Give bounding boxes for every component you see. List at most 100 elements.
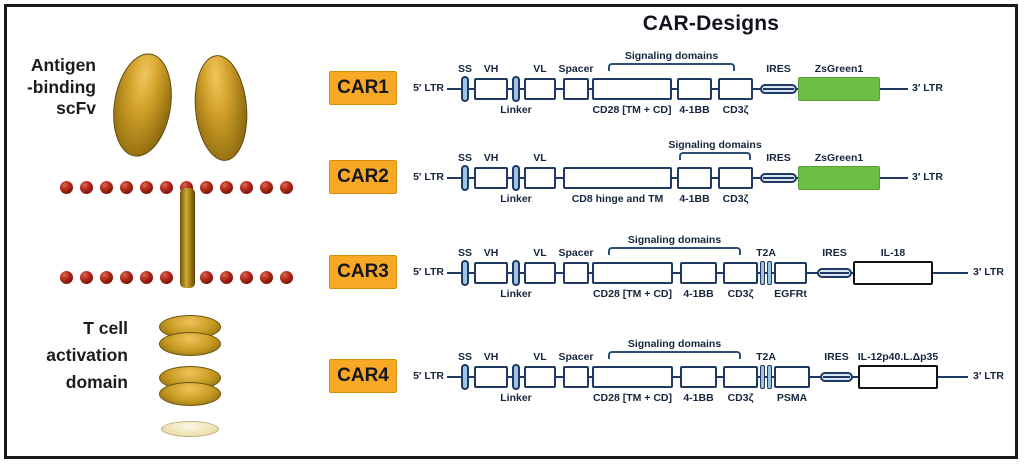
segment-label-vh: VH [483,247,499,259]
segment-linker [512,260,520,286]
segment-cd3 [723,262,758,284]
activation-domain-disc [159,382,221,406]
segment-label-vl: VL [533,247,547,259]
label-5-prime-ltr: 5′ LTR [413,370,444,382]
segment-ss [461,260,469,286]
segment-label-4-1bb: 4-1BB [679,104,710,116]
segment-vl [524,167,556,189]
membrane-bead [79,180,93,194]
membrane-bead [279,180,293,194]
segment-cd28-tm-cd [592,366,673,388]
segment-label-vh: VH [483,351,499,363]
segment-label-t2a: T2A [756,247,776,259]
segment-ires [760,173,797,183]
activation-domain-disc [159,332,221,356]
membrane-bead [79,270,93,284]
segment-label-ss: SS [457,247,472,259]
segment-label-egfrt: EGFRt [774,288,807,300]
activation-domain-disc [161,421,219,437]
segment-label-il-12p40-l-p35: IL-12p40.L.Δp35 [857,351,939,363]
segment-label-4-1bb: 4-1BB [683,392,714,404]
segment-cd28-tm-cd [592,78,672,100]
segment-vl [524,78,556,100]
antigen-binding-scfv-label-line3: scFv [56,98,96,118]
membrane-bead [59,180,73,194]
segment-t2a-bar [767,365,772,389]
segment-zsgreen1 [798,77,880,101]
segment-label-il-18: IL-18 [880,247,906,259]
segment-vh [474,78,508,100]
membrane-bead [219,270,233,284]
segment-label-vh: VH [483,63,499,75]
car-name-tag-car3: CAR3 [329,255,397,289]
segment-il-18 [853,261,933,285]
segment-4-1bb [680,366,717,388]
signaling-domains-label: Signaling domains [627,338,722,350]
signaling-domains-bracket [608,247,741,255]
segment-label-vl: VL [533,351,547,363]
membrane-bead [139,180,153,194]
t-cell-activation-label-line1: T cell [83,318,128,338]
segment-label-cd3: CD3ζ [722,104,749,116]
segment-ss [461,76,469,102]
segment-ss [461,364,469,390]
membrane-bead [159,270,173,284]
segment-vl [524,366,556,388]
segment-ires-inner-line [823,375,850,379]
segment-vh [474,167,508,189]
segment-label-t2a: T2A [756,351,776,363]
segment-label-4-1bb: 4-1BB [679,193,710,205]
membrane-bead [199,180,213,194]
segment-spacer [563,262,589,284]
scfv-domain-right [190,52,252,164]
membrane-bead [259,180,273,194]
segment-vh [474,262,508,284]
segment-label-ss: SS [457,351,472,363]
segment-label-cd28-tm-cd: CD28 [TM + CD] [592,288,673,300]
segment-label-cd28-tm-cd: CD28 [TM + CD] [592,392,673,404]
segment-t2a-bar [760,261,765,285]
segment-t2a-bar [767,261,772,285]
t-cell-activation-label-line2: activation [46,345,128,365]
membrane-bead [99,270,113,284]
segment-label-ss: SS [457,152,472,164]
antigen-binding-scfv-label-line2: -binding [26,76,96,97]
segment-label-linker: Linker [500,288,532,300]
segment-label-cd3: CD3ζ [727,392,754,404]
segment-vh [474,366,508,388]
segment-label-ires: IRES [766,63,791,75]
segment-label-cd28-tm-cd: CD28 [TM + CD] [592,104,672,116]
segment-ires-inner-line [763,87,794,91]
signaling-domains-bracket [608,63,735,71]
membrane-bead [99,180,113,194]
segment-cd3 [723,366,758,388]
membrane-bead [219,180,233,194]
segment-psma [774,366,810,388]
membrane-bead [159,180,173,194]
membrane-bead [279,270,293,284]
t-cell-activation-domain-label: T cell activation domain [18,315,128,396]
construct-backbone-line [447,87,908,91]
scfv-domain-left [106,49,179,161]
membrane-bead [59,270,73,284]
car-name-tag-car4: CAR4 [329,359,397,393]
segment-ires [760,84,797,94]
segment-il-12p40-l-p35 [858,365,938,389]
segment-spacer [563,78,589,100]
membrane-bead [139,270,153,284]
segment-ires-inner-line [820,271,849,275]
segment-linker [512,76,520,102]
segment-t2a-bar [760,365,765,389]
label-5-prime-ltr: 5′ LTR [413,82,444,94]
segment-cd3 [718,167,753,189]
label-3-prime-ltr: 3′ LTR [912,171,943,183]
segment-t2a [760,261,772,285]
construct-backbone-line [447,176,908,180]
antigen-binding-scfv-label: Antigen -binding scFv [10,55,96,120]
segment-label-cd3: CD3ζ [722,193,749,205]
segment-4-1bb [677,78,712,100]
segment-ss [461,165,469,191]
segment-label-4-1bb: 4-1BB [683,288,714,300]
segment-linker [512,165,520,191]
